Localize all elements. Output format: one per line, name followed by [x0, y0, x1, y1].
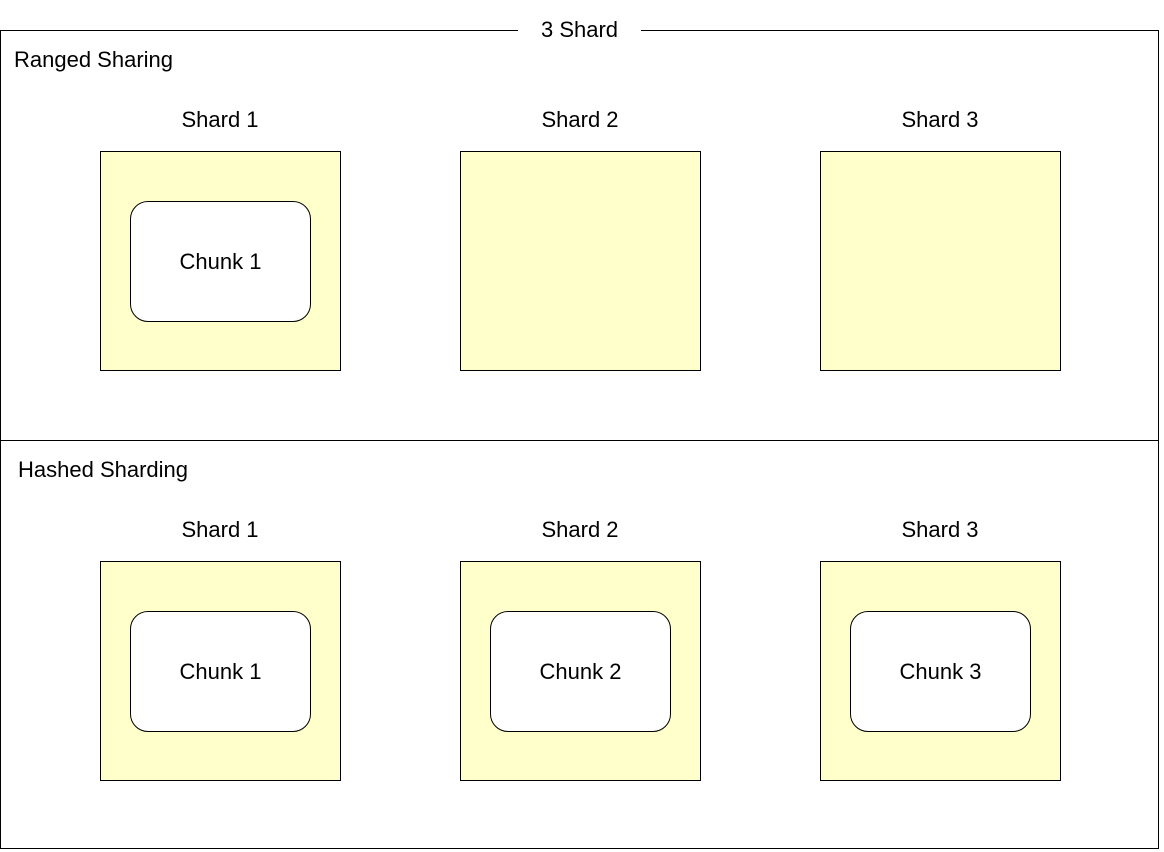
- hashed-shard-2-box: Chunk 2: [460, 561, 701, 781]
- ranged-shard-2-box: [460, 151, 701, 371]
- section-divider: [0, 440, 1159, 441]
- diagram-title: 3 Shard: [518, 14, 641, 46]
- hashed-shard-2-label: Shard 2: [541, 517, 619, 542]
- ranged-shard-1-chunk: Chunk 1: [130, 201, 311, 322]
- hashed-shard-1-chunk: Chunk 1: [130, 611, 311, 732]
- hashed-shard-2-chunk: Chunk 2: [490, 611, 671, 732]
- hashed-shard-3-chunk: Chunk 3: [850, 611, 1031, 732]
- hashed-shard-3-label: Shard 3: [901, 517, 979, 542]
- ranged-shard-3-label: Shard 3: [901, 107, 979, 132]
- ranged-shard-1-label: Shard 1: [181, 107, 259, 132]
- ranged-section-label: Ranged Sharing: [14, 47, 174, 72]
- ranged-shard-3-box: [820, 151, 1061, 371]
- hashed-shard-1-box: Chunk 1: [100, 561, 341, 781]
- hashed-shard-1-label: Shard 1: [181, 517, 259, 542]
- ranged-shard-1-box: Chunk 1: [100, 151, 341, 371]
- hashed-shard-3-box: Chunk 3: [820, 561, 1061, 781]
- hashed-section-label: Hashed Sharding: [18, 457, 189, 482]
- ranged-shard-2-label: Shard 2: [541, 107, 619, 132]
